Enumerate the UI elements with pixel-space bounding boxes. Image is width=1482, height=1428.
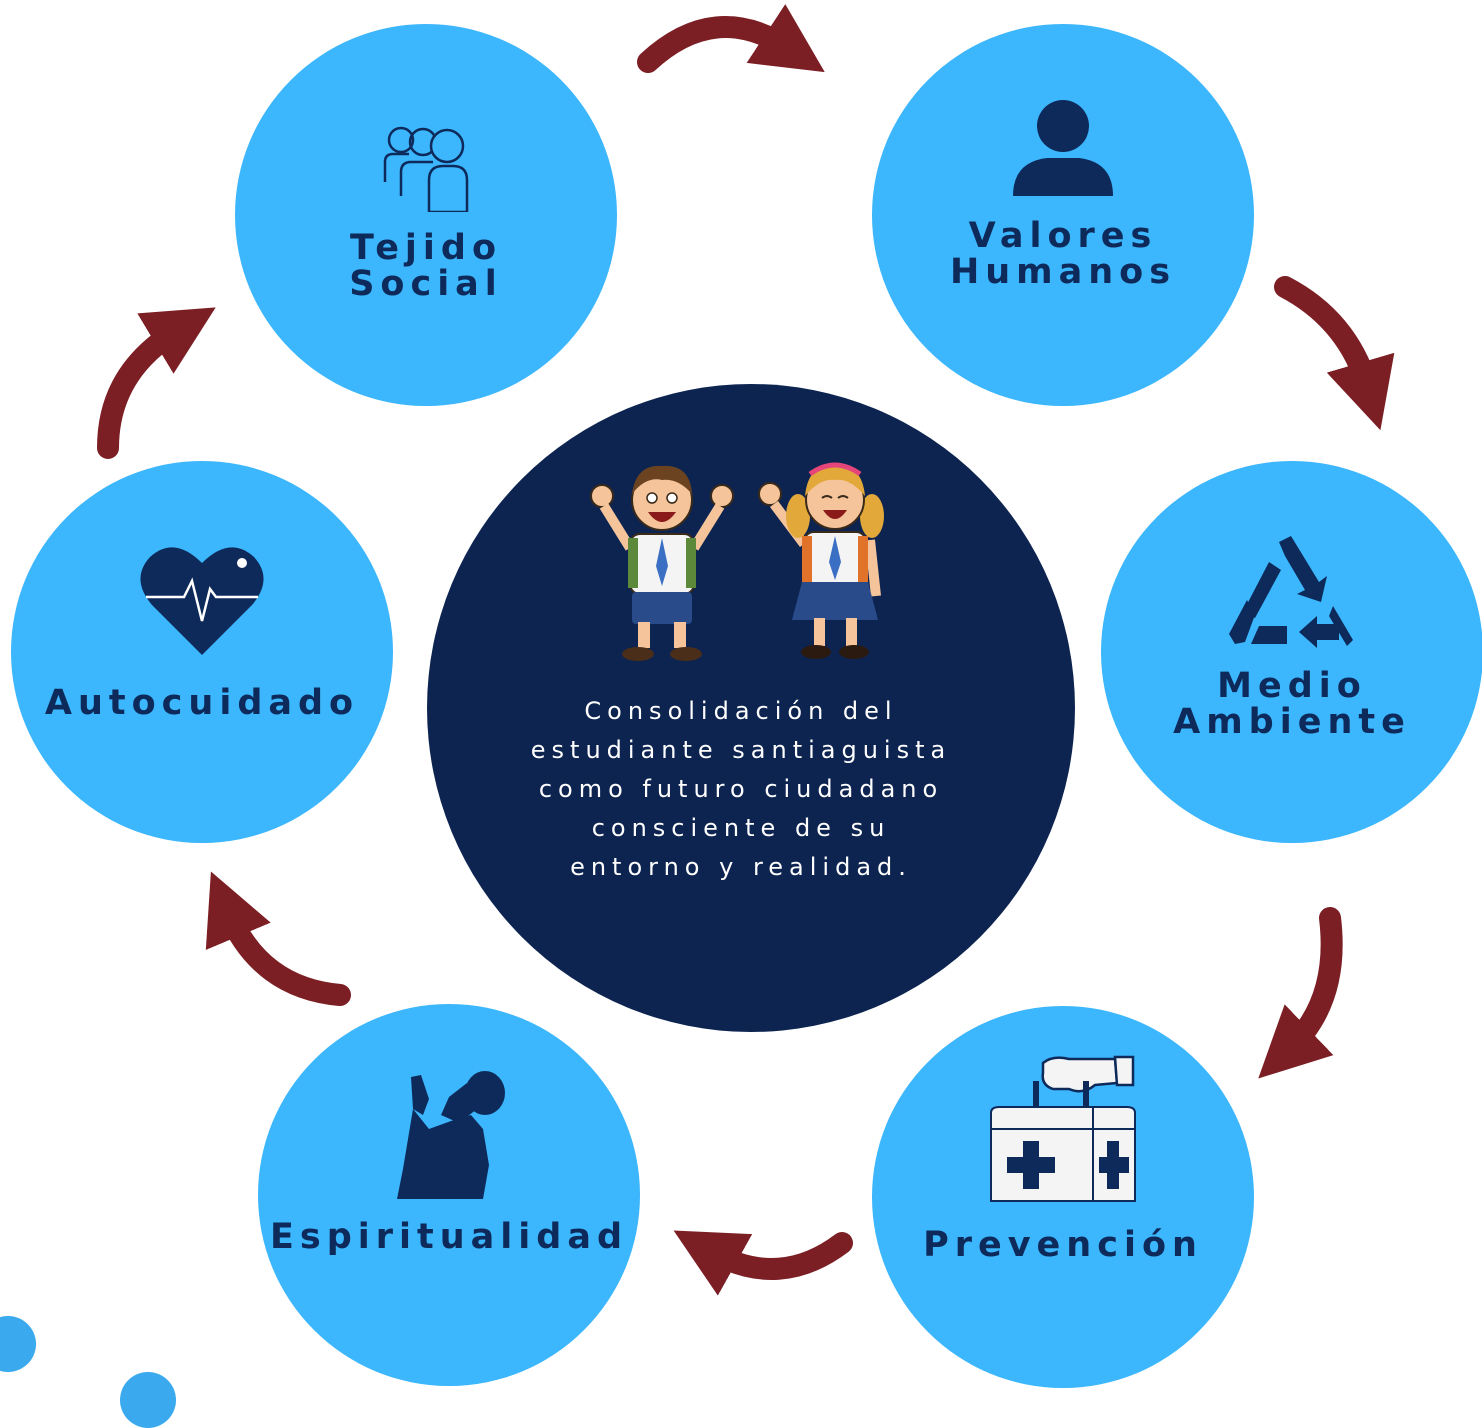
node-label: Espiritualidad [270,1219,628,1255]
boy-figure [590,465,734,661]
arrow-valores-to-medio [1274,276,1395,431]
node-autocuidado: Autocuidado [11,461,393,843]
arrow-autocuidado-to-tejido [97,307,216,459]
arrow-medio-to-prevencion [1258,907,1343,1079]
center-circle [427,384,1075,1032]
heart-pulse-icon [140,547,264,655]
label-line-1: Prevención [923,1225,1203,1265]
node-label: Valores Humanos [950,218,1176,290]
praying-person-icon [397,1071,505,1199]
label-line-1: Tejido [349,228,503,268]
girl-figure [758,462,884,659]
label-line-1: Autocuidado [44,683,360,723]
center-line-4: consciente de su [591,814,891,842]
node-label: Tejido Social [349,230,503,302]
students-cheering-illustration [590,462,884,661]
node-valores-humanos: Valores Humanos [872,24,1254,406]
node-label: Autocuidado [45,685,359,721]
label-line-2: Ambiente [1173,702,1411,742]
person-icon [1013,100,1113,196]
cycle-diagram: Consolidación del estudiante santiaguist… [0,4,1482,1428]
arrow-tejido-to-valores [637,4,825,73]
recycle-icon [1229,536,1353,648]
label-line-2: Humanos [949,252,1177,292]
decorative-dot [120,1372,176,1428]
label-line-1: Valores [968,216,1158,256]
node-tejido-social: Tejido Social [235,24,617,406]
node-label: Prevención [923,1227,1203,1263]
first-aid-kit-icon [990,1055,1136,1202]
node-label: Medio Ambiente [1173,668,1411,740]
arrow-prevencion-to-espiritualidad [673,1230,853,1296]
node-prevencion: Prevención [872,1006,1254,1388]
center-line-3: como futuro ciudadano [538,775,944,803]
center-line-5: entorno y realidad. [570,853,912,881]
cycle-arrows [97,4,1395,1296]
center-line-1: Consolidación del [584,697,898,725]
label-line-2: Social [349,264,503,304]
group-people-icon [383,126,469,212]
center-statement: Consolidación del estudiante santiaguist… [481,692,1001,887]
node-espiritualidad: Espiritualidad [258,1004,640,1386]
node-medio-ambiente: Medio Ambiente [1101,461,1482,843]
label-line-1: Medio [1217,666,1367,706]
center-line-2: estudiante santiaguista [530,736,952,764]
arrow-espiritualidad-to-autocuidado [205,871,351,1006]
label-line-1: Espiritualidad [269,1217,629,1257]
